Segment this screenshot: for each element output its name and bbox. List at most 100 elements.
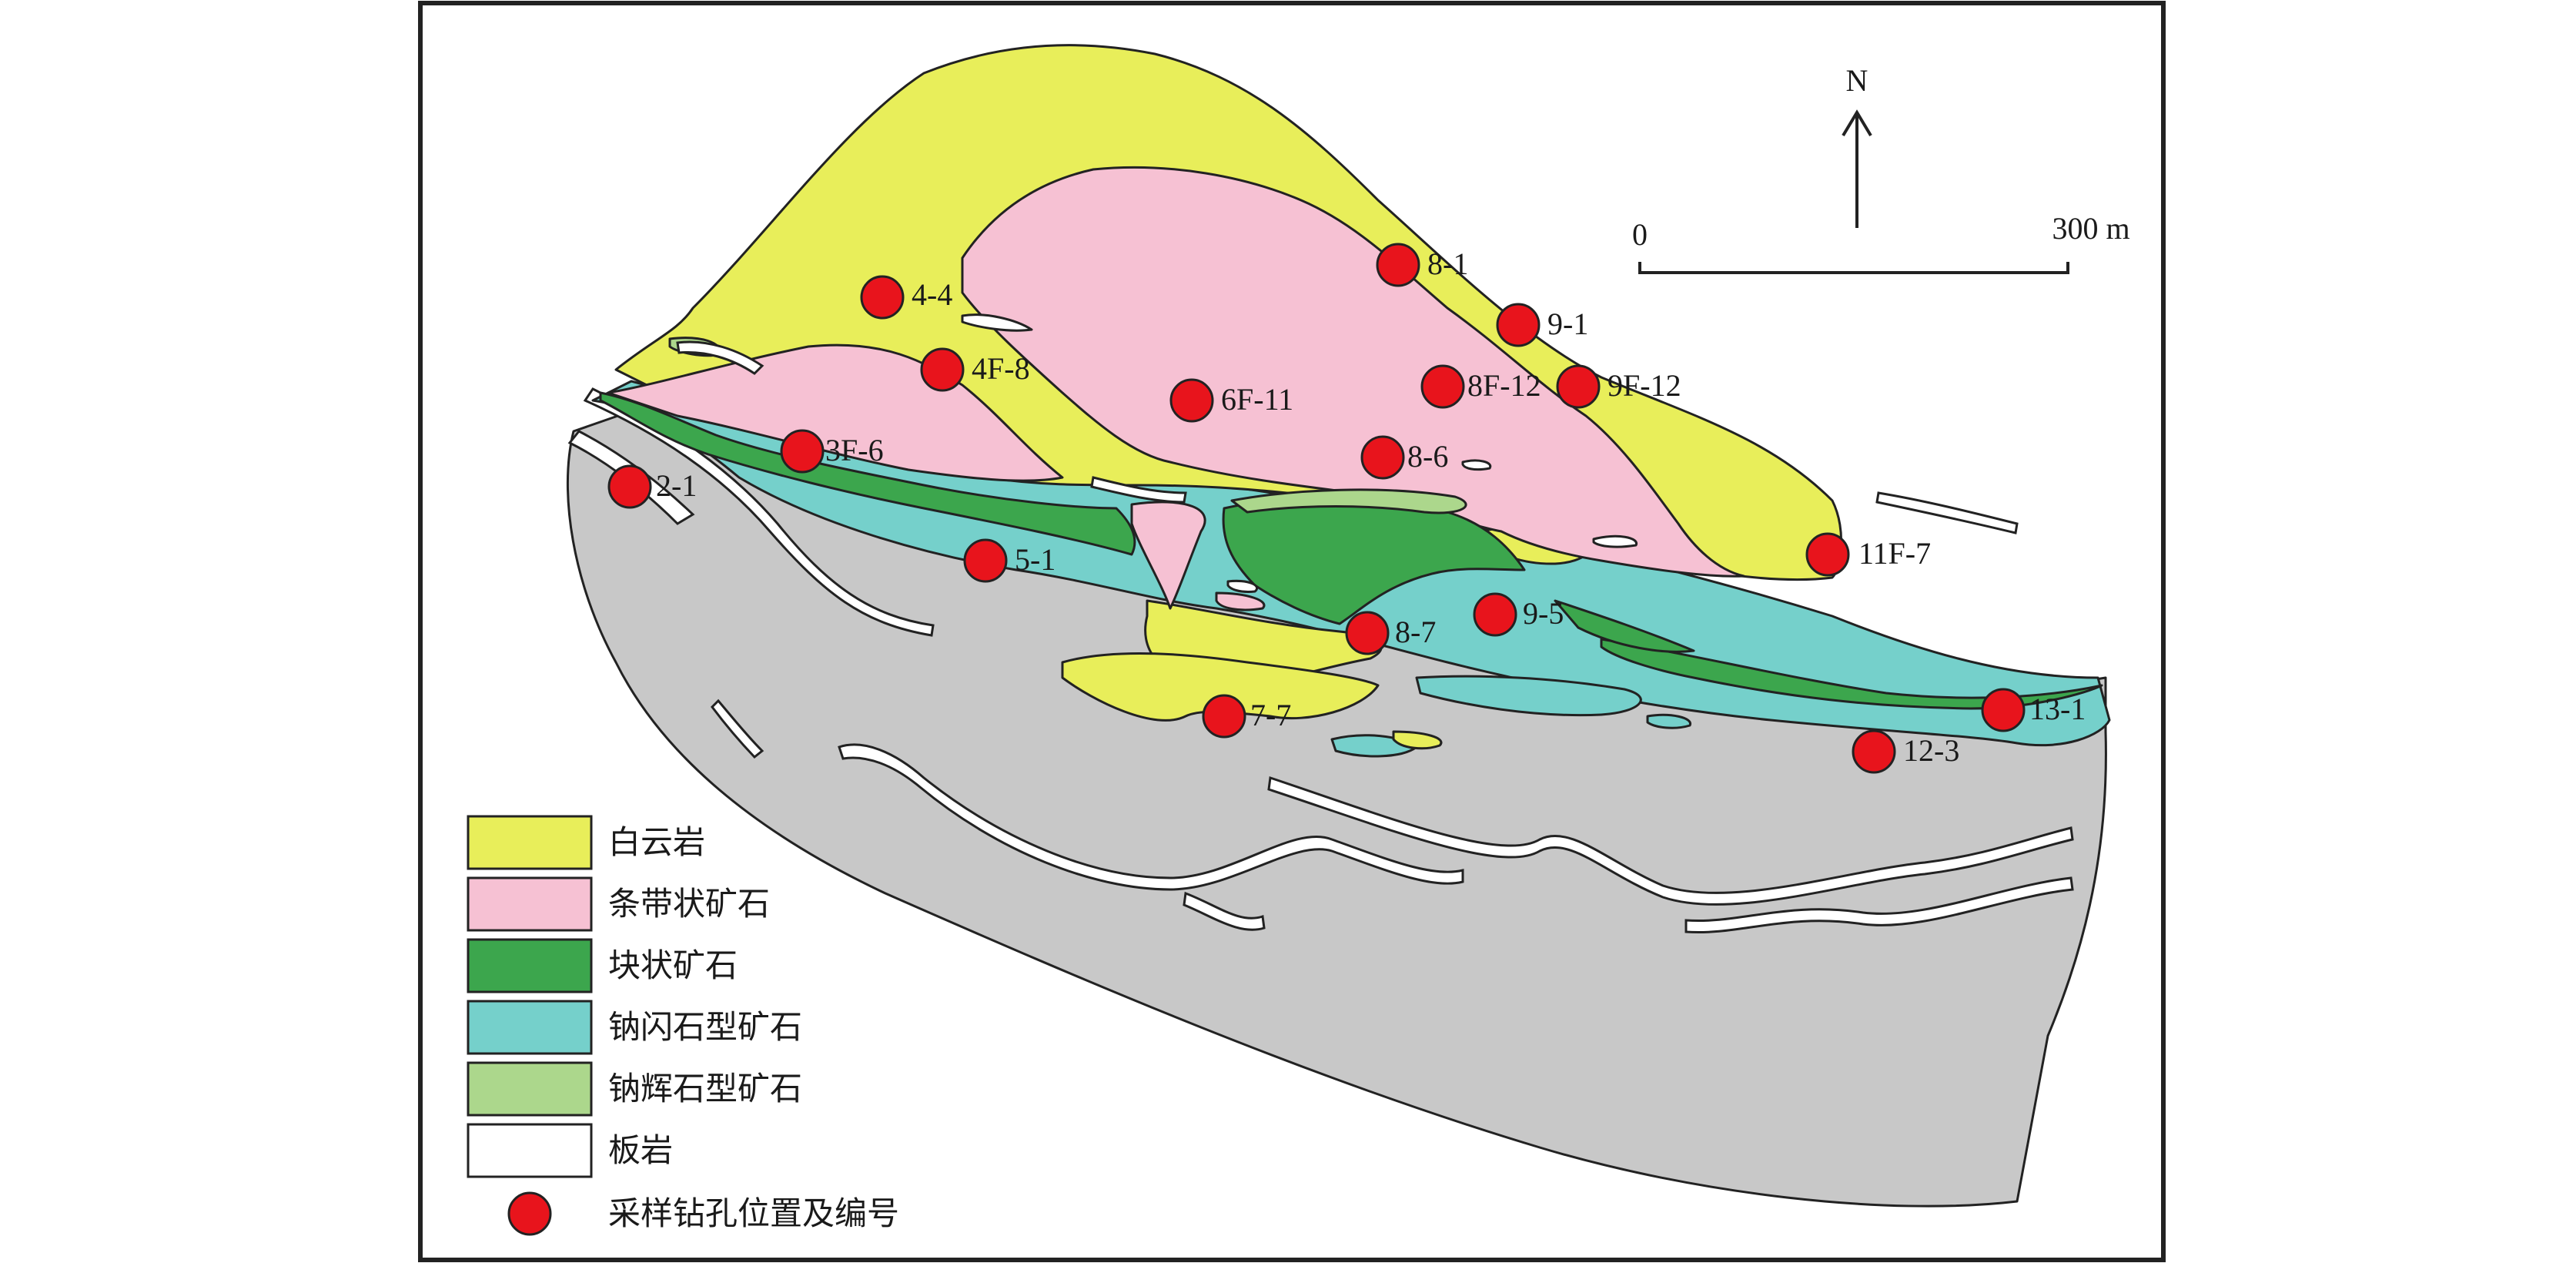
dolomite-area — [1392, 730, 1443, 750]
legend-label: 钠辉石型矿石 — [608, 1070, 802, 1107]
borehole-marker-icon — [1473, 592, 1517, 637]
borehole-label: 4F-8 — [972, 351, 1030, 386]
slate-band — [838, 743, 1464, 891]
borehole-label: 13-1 — [2029, 692, 2086, 726]
borehole-marker-icon — [1852, 729, 1896, 774]
legend-label: 钠闪石型矿石 — [608, 1008, 802, 1046]
massive-ore-area — [1554, 599, 1695, 653]
borehole-label: 9F-12 — [1607, 368, 1681, 403]
aegirine-ore-area — [1230, 488, 1467, 514]
slate-swatch — [467, 1123, 593, 1178]
legend-label: 条带状矿石 — [608, 885, 770, 923]
riebeckite-ore-swatch — [467, 1000, 593, 1055]
borehole-marker-icon — [860, 275, 905, 320]
borehole-marker-icon — [607, 464, 652, 509]
borehole-marker-icon — [963, 538, 1008, 583]
lens — [1461, 459, 1492, 471]
borehole[interactable]: 13-1 — [1981, 688, 2086, 732]
borehole[interactable]: 8-7 — [1345, 611, 1436, 655]
dolomite-area — [1061, 652, 1380, 722]
massive-ore-area — [599, 391, 1136, 556]
slate-band — [711, 699, 764, 759]
borehole-label: 6F-11 — [1221, 382, 1293, 417]
legend: 白云岩 条带状矿石 块状矿石 钠闪石型矿石 钠辉石型矿石 板岩 采样钻孔位置及编… — [467, 815, 899, 1236]
lens — [1592, 534, 1638, 548]
legend-label: 采样钻孔位置及编号 — [608, 1194, 899, 1232]
borehole-label: 8-6 — [1407, 439, 1448, 474]
borehole-marker-icon — [780, 429, 825, 474]
borehole-marker-icon — [1202, 694, 1246, 739]
slate-band — [1183, 891, 1266, 931]
borehole-marker-icon — [1420, 364, 1465, 409]
borehole[interactable]: 3F-6 — [780, 429, 884, 474]
borehole[interactable]: 8-1 — [1376, 243, 1468, 287]
banded-ore-area — [1215, 591, 1266, 611]
lens — [961, 313, 1033, 332]
legend-label: 板岩 — [608, 1131, 673, 1169]
borehole-label: 7-7 — [1250, 698, 1291, 732]
borehole-label: 3F-6 — [825, 433, 884, 467]
borehole-label: 9-1 — [1547, 307, 1588, 341]
slate-band — [1267, 776, 2074, 906]
borehole[interactable]: 6F-11 — [1169, 378, 1293, 423]
borehole-marker-icon — [507, 1191, 552, 1236]
scale-bar: 0 300 m — [1632, 211, 2130, 274]
scale-bar-line — [1638, 262, 2069, 274]
borehole-marker-icon — [1345, 611, 1390, 655]
banded-ore-area — [1130, 501, 1206, 610]
legend-label: 块状矿石 — [608, 946, 738, 984]
slate-band — [676, 340, 764, 375]
scale-end-label: 300 m — [2052, 211, 2129, 246]
slate-band — [1684, 876, 2074, 934]
banded-ore-area — [961, 166, 1745, 578]
riebeckite-ore-area — [1415, 675, 1642, 717]
massive-ore-swatch — [467, 938, 593, 993]
borehole[interactable]: 2-1 — [607, 464, 697, 509]
lens — [1226, 579, 1258, 593]
borehole-label: 8F-12 — [1467, 368, 1541, 403]
borehole-label: 9-5 — [1523, 596, 1564, 631]
aegirine-ore-swatch — [467, 1061, 593, 1117]
borehole-marker-icon — [1376, 243, 1420, 287]
borehole-marker-icon — [1805, 532, 1850, 577]
borehole-marker-icon — [1496, 303, 1541, 347]
borehole-marker-icon — [1981, 688, 2026, 732]
borehole-label: 8-7 — [1395, 615, 1436, 649]
borehole[interactable]: 4-4 — [860, 275, 952, 320]
borehole-label: 5-1 — [1015, 542, 1055, 577]
borehole[interactable]: 8F-12 — [1420, 364, 1541, 409]
borehole[interactable]: 5-1 — [963, 538, 1055, 583]
borehole[interactable]: 4F-8 — [920, 347, 1030, 392]
banded-ore-swatch — [467, 876, 593, 932]
scale-start-label: 0 — [1632, 217, 1648, 252]
boreholes: 4-4 4F-8 6F-11 8-1 9-1 8F-12 9F-12 3F-6 — [607, 243, 2086, 774]
massive-ore-area — [1600, 638, 2103, 710]
borehole-label: 11F-7 — [1858, 536, 1931, 571]
dolomite-swatch — [467, 815, 593, 870]
borehole-marker-icon — [1556, 364, 1601, 409]
slate-band — [583, 387, 935, 637]
north-label: N — [1846, 63, 1868, 98]
north-arrow-head — [1842, 109, 1872, 137]
north-arrow: N — [1842, 63, 1872, 228]
borehole[interactable]: 12-3 — [1852, 729, 1959, 774]
borehole[interactable]: 9-1 — [1496, 303, 1588, 347]
borehole[interactable]: 11F-7 — [1805, 532, 1931, 577]
borehole-marker-icon — [920, 347, 965, 392]
borehole-marker-icon — [1169, 378, 1214, 423]
borehole-label: 2-1 — [656, 468, 697, 503]
borehole-label: 12-3 — [1903, 733, 1959, 768]
slate-band — [1090, 476, 1187, 504]
borehole[interactable]: 8-6 — [1360, 435, 1448, 480]
riebeckite-ore-area — [1646, 713, 1691, 729]
slate-band — [1875, 491, 2019, 534]
legend-label: 白云岩 — [608, 823, 705, 861]
borehole-label: 4-4 — [912, 277, 952, 312]
borehole[interactable]: 7-7 — [1202, 694, 1291, 739]
borehole-label: 8-1 — [1427, 246, 1468, 281]
borehole[interactable]: 9F-12 — [1556, 364, 1681, 409]
borehole-marker-icon — [1360, 435, 1405, 480]
slate-bands — [567, 387, 2074, 934]
borehole[interactable]: 9-5 — [1473, 592, 1564, 637]
